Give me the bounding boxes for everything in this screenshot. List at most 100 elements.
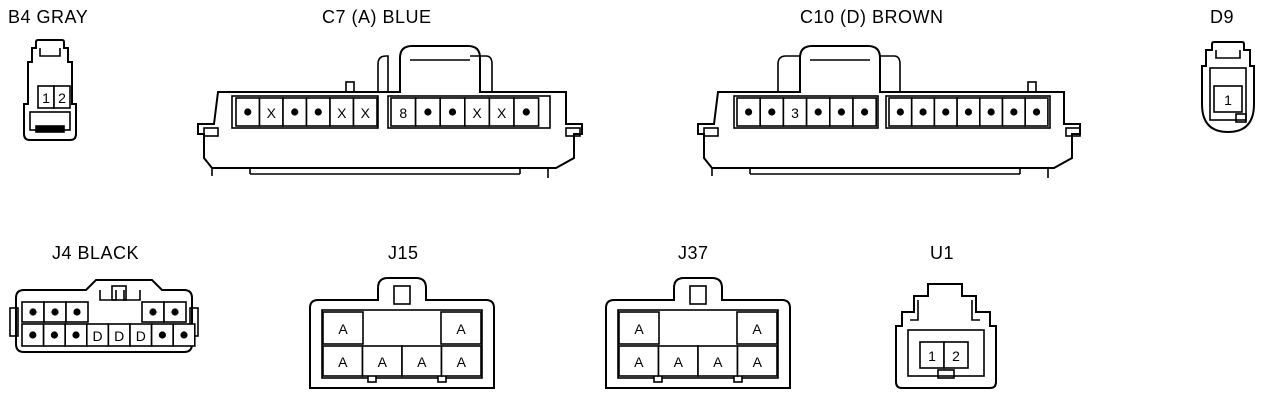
pin-label: X <box>472 105 482 121</box>
connector-label-d9: D9 <box>1210 7 1235 27</box>
c10-pin-right-1 <box>888 97 913 127</box>
c10-pin-right-4 <box>956 97 981 127</box>
j37-pins-bottom-3: A <box>697 345 739 377</box>
j4-pin-top-2 <box>43 301 67 323</box>
pin-dot <box>29 331 37 339</box>
pin-label: X <box>497 105 507 121</box>
pin-label: D <box>114 328 124 344</box>
c10-pin-right-2 <box>910 97 936 127</box>
pin-dot <box>73 308 81 316</box>
pin-label: A <box>457 354 467 370</box>
pin-label: A <box>456 321 466 337</box>
pin-dot <box>522 108 530 116</box>
pin-label: A <box>752 321 762 337</box>
connector-label-j4: J4 BLACK <box>52 243 140 263</box>
pin-dot <box>987 108 995 116</box>
pin-label: 1 <box>928 348 936 364</box>
j4-pin-top-4 <box>141 301 165 323</box>
c10-pin-left-4 <box>805 97 831 127</box>
pin-dot <box>72 331 80 339</box>
u1-pin-1: 1 <box>919 341 945 369</box>
pin-dot <box>171 308 179 316</box>
pin-dot <box>50 331 59 339</box>
connector-label-b4: B4 GRAY <box>8 7 89 27</box>
connector-c10: 3 <box>697 45 1081 178</box>
j4-pin-bottom-7 <box>150 323 175 347</box>
c10-pin-left-6 <box>852 97 878 127</box>
pin-dot <box>964 108 973 116</box>
pin-dot <box>942 108 950 116</box>
pin-dot <box>158 331 166 339</box>
c10-pin-right-7 <box>1024 97 1049 127</box>
c7-pin-left-4 <box>305 97 331 127</box>
j4-pin-bottom-8 <box>172 323 196 347</box>
pin-dot <box>51 308 59 316</box>
c10-pin-right-3 <box>933 97 958 127</box>
d9-pin-1: 1 <box>1213 85 1243 113</box>
connector-label-j15: J15 <box>388 243 419 263</box>
connector-label-j37: J37 <box>678 243 709 263</box>
pin-label: 1 <box>42 90 50 106</box>
c10-pin-right-6 <box>1001 97 1027 127</box>
pin-dot <box>768 108 776 116</box>
c7-pin-right-1: 8 <box>390 97 417 127</box>
pin-label: D <box>93 328 103 344</box>
connector-d9: 1 <box>1201 41 1255 134</box>
pin-label: 2 <box>58 90 66 106</box>
pin-label: X <box>267 105 277 121</box>
pin-dot <box>29 308 37 316</box>
j4-pin-top-3 <box>65 301 89 323</box>
pin-dot <box>1010 108 1018 116</box>
j37-pins-bottom-1: A <box>618 345 660 377</box>
j37-pins-top-2: A <box>736 311 778 345</box>
pin-label: A <box>713 354 723 370</box>
pin-label: A <box>338 321 348 337</box>
j4-pin-top-1 <box>21 301 45 323</box>
j15-pins-bottom-2: A <box>361 345 403 377</box>
b4-pin-1: 1 <box>37 85 55 109</box>
c7-pin-left-2: X <box>258 97 284 127</box>
c7-pin-right-2 <box>414 97 442 127</box>
pin-dot <box>814 108 822 116</box>
pin-label: A <box>634 321 644 337</box>
pin-dot <box>745 108 753 116</box>
connector-label-u1: U1 <box>930 243 955 263</box>
pin-dot <box>244 108 252 116</box>
j4-pin-top-5 <box>163 301 187 323</box>
c10-pin-left-1 <box>736 97 762 127</box>
pin-label: A <box>417 354 427 370</box>
j37-pins-top-1: A <box>618 311 660 345</box>
j37-pins-bottom-2: A <box>657 345 699 377</box>
c10-pin-right-5 <box>978 97 1004 127</box>
c7-pin-right-4: X <box>463 97 491 127</box>
pin-label: X <box>361 105 371 121</box>
pin-label: 1 <box>1224 92 1232 108</box>
j4-pin-bottom-4: D <box>86 323 110 347</box>
j4-pin-bottom-2 <box>42 323 66 347</box>
pin-label: 8 <box>399 105 407 121</box>
pin-dot <box>1032 108 1041 116</box>
j15-pins-top-2: A <box>440 311 482 345</box>
j4-pin-bottom-1 <box>21 323 45 347</box>
c7-pin-left-5: X <box>329 97 355 127</box>
c7-pin-left-3 <box>282 97 308 127</box>
u1-pin-2: 2 <box>943 341 969 369</box>
j4-pin-bottom-5: D <box>107 323 131 347</box>
pin-dot <box>180 331 188 339</box>
pin-dot <box>896 108 904 116</box>
c7-pin-right-6 <box>513 97 540 127</box>
c7-pin-right-3 <box>439 97 466 127</box>
j15-pins-bottom-3: A <box>401 345 443 377</box>
j15-pins-bottom-1: A <box>322 345 364 377</box>
pin-label: A <box>338 354 348 370</box>
c7-pin-left-1 <box>235 97 261 127</box>
j37-pins-bottom-4: A <box>736 345 778 377</box>
pin-dot <box>861 108 869 116</box>
pin-dot <box>448 108 457 116</box>
